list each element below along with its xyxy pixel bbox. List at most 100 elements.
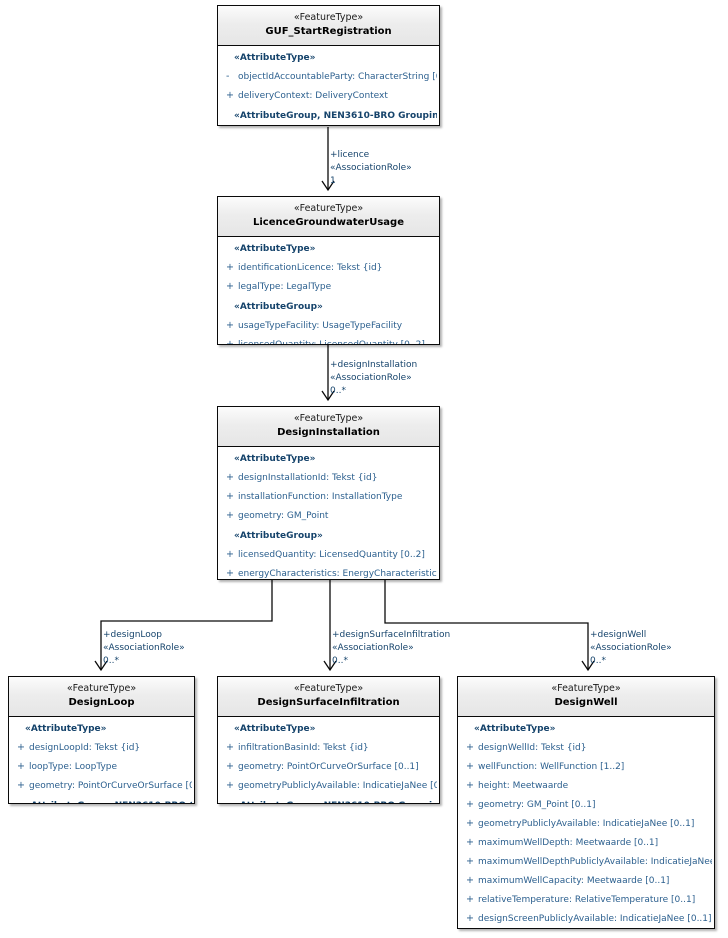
class-box-guf-startregistration[interactable]: «FeatureType» GUF_StartRegistration «Att… [217,5,440,126]
attribute-group-label: «AttributeType» [234,244,316,254]
class-header-designsurfaceinfiltration: «FeatureType» DesignSurfaceInfiltration [218,677,439,717]
attribute-visibility: + [17,780,25,791]
attribute-row[interactable]: +geometry: PointOrCurveOrSurface [0..1] [11,775,192,794]
attribute-row[interactable]: -objectIdAccountableParty: CharacterStri… [220,66,437,85]
attribute-text: identificationLicence: Tekst {id} [238,263,383,273]
attribute-row[interactable]: + relativeTemperature: RelativeTemperatur… [460,889,712,908]
attribute-row[interactable]: +installationFunction: InstallationType [220,486,437,505]
attribute-row[interactable]: +designLoopId: Tekst {id} [11,737,192,756]
attribute-row[interactable]: + usageTypeFacility: UsageTypeFacility [220,315,437,334]
attribute-text: wellFunction: WellFunction [1..2] [478,762,625,772]
class-title: DesignSurfaceInfiltration [257,697,400,708]
class-title: LicenceGroundwaterUsage [253,217,404,228]
attribute-row[interactable]: +licensedQuantity: LicensedQuantity [0..… [220,544,437,563]
assoc-label-designinstallation: +designInstallation «AssociationRole» 0.… [330,359,417,398]
attribute-text: maximumWellDepth: Meetwaarde [0..1] [478,838,659,848]
class-box-designloop[interactable]: «FeatureType» DesignLoop «AttributeType»… [8,676,195,804]
attribute-text: geometryPubliclyAvailable: IndicatieJaNe… [238,781,437,791]
attribute-text: maximumWellDepthPubliclyAvailable: Indic… [478,857,712,867]
attribute-group-label: «AttributeType» [234,724,316,734]
attribute-row[interactable]: +maximumWellCapacity: Meetwaarde [0..1] [460,870,712,889]
class-box-licencegroundwaterusage[interactable]: «FeatureType» LicenceGroundwaterUsage «A… [217,196,440,345]
class-body-guf-startregistration: «AttributeType» -objectIdAccountablePart… [218,46,439,125]
attribute-text: designWellId: Tekst {id} [478,743,587,753]
attribute-visibility: + [466,742,474,753]
assoc-role-designloop: +designLoop [103,630,162,640]
class-title: DesignWell [554,697,618,708]
attribute-visibility: + [466,913,474,924]
class-stereotype: «FeatureType» [66,683,137,694]
assoc-label-designsurfaceinfiltration: +designSurfaceInfiltration «AssociationR… [332,629,450,668]
attribute-row[interactable]: +geometryPubliclyAvailable: IndicatieJaN… [220,775,437,794]
class-box-designwell[interactable]: «FeatureType» DesignWell «AttributeType»… [457,676,715,929]
attribute-visibility: + [226,90,234,101]
attribute-row[interactable]: + loopType: LoopType [11,756,192,775]
attribute-visibility: + [226,281,234,292]
class-stereotype: «FeatureType» [293,12,364,23]
assoc-label-licence: +licence «AssociationRole» 1 [330,149,412,188]
attribute-row[interactable]: +height: Meetwaarde [460,775,712,794]
attribute-row[interactable]: +geometry: GM_Point [220,505,437,524]
attribute-text: relativeTemperature: RelativeTemperature… [478,895,696,905]
assoc-stereotype-designsurfaceinfiltration: «AssociationRole» [332,643,414,653]
attribute-row[interactable]: + deliveryContext: DeliveryContext [220,85,437,104]
attribute-row[interactable]: +maximumWellDepth: Meetwaarde [0..1] [460,832,712,851]
attribute-row[interactable]: + wellFunction: WellFunction [1..2] [460,756,712,775]
attribute-text: deliveryContext: DeliveryContext [238,91,388,101]
attribute-row[interactable]: + designWellId: Tekst {id} [460,737,712,756]
attribute-row[interactable]: +geometryPubliclyAvailable: IndicatieJaN… [460,813,712,832]
assoc-multiplicity-designinstallation: 0..* [330,386,346,396]
assoc-role-licence: +licence [330,150,370,160]
assoc-stereotype-designwell: «AssociationRole» [590,643,672,653]
attribute-row[interactable]: +licensedQuantity: LicensedQuantity [0..… [220,334,437,344]
attribute-text: legalType: LegalType [238,282,332,292]
assoc-role-designinstallation: +designInstallation [330,360,418,370]
attribute-row[interactable]: +infiltrationBasinId: Tekst {id} [220,737,437,756]
attribute-text: geometry: GM_Point [238,511,329,521]
attribute-visibility: + [17,761,25,772]
attribute-visibility: + [466,761,474,772]
attribute-group-label: «AttributeType» [234,454,316,464]
attribute-group-label: «AttributeGroup» [234,531,323,541]
assoc-role-designsurfaceinfiltration: +designSurfaceInfiltration [332,630,451,640]
attribute-visibility: + [226,472,234,483]
attribute-text: infiltrationBasinId: Tekst {id} [238,743,369,753]
assoc-multiplicity-licence: 1 [330,176,336,186]
class-stereotype: «FeatureType» [293,683,364,694]
attribute-text: loopType: LoopType [29,762,118,772]
class-header-licencegroundwaterusage: «FeatureType» LicenceGroundwaterUsage [218,197,439,237]
attribute-visibility: + [466,856,474,867]
attribute-visibility: + [226,761,234,772]
class-stereotype: «FeatureType» [293,413,364,424]
class-header-designwell: «FeatureType» DesignWell [458,677,714,717]
attribute-text: designScreenPubliclyAvailable: Indicatie… [478,914,712,924]
attribute-visibility: + [226,568,234,579]
attribute-row[interactable]: +lifespan: Lifespan [220,124,437,125]
attribute-text: designLoopId: Tekst {id} [29,743,141,753]
attribute-text: geometry: PointOrCurveOrSurface [0..1] [238,762,419,772]
attribute-visibility: + [466,894,474,905]
attribute-row[interactable]: + maximumWellDepthPubliclyAvailable: Indi… [460,851,712,870]
attribute-visibility: + [226,320,234,331]
attribute-row[interactable]: +identificationLicence: Tekst {id} [220,257,437,276]
attribute-text: geometry: GM_Point [0..1] [478,800,596,810]
assoc-role-designwell: +designWell [590,630,647,640]
attribute-row[interactable]: + designScreenPubliclyAvailable: Indicati… [460,908,712,927]
class-title: GUF_StartRegistration [265,26,392,37]
class-body-designloop: «AttributeType» +designLoopId: Tekst {id… [9,717,194,803]
attribute-row[interactable]: + geometry: GM_Point [0..1] [460,794,712,813]
attribute-row[interactable]: +designInstallationId: Tekst {id} [220,467,437,486]
class-body-designwell: «AttributeType» +designWellId: Tekst {id… [458,717,714,928]
attribute-visibility: + [466,799,474,810]
class-box-designsurfaceinfiltration[interactable]: «FeatureType» DesignSurfaceInfiltration … [217,676,440,804]
attribute-row[interactable]: + legalType: LegalType [220,276,437,295]
attribute-row[interactable]: + geometry: PointOrCurveOrSurface [0..1] [220,756,437,775]
attribute-row[interactable]: +energyCharacteristics: EnergyCharacteri… [220,563,437,579]
attribute-group-label: «AttributeType» [234,53,316,63]
class-body-licencegroundwaterusage: «AttributeType» +identificationLicence: … [218,237,439,344]
attribute-text: usageTypeFacility: UsageTypeFacility [238,321,403,331]
assoc-multiplicity-designsurfaceinfiltration: 0..* [332,656,348,666]
attribute-text: height: Meetwaarde [478,781,569,791]
class-box-designinstallation[interactable]: «FeatureType» DesignInstallation «Attrib… [217,406,440,580]
attribute-text: maximumWellCapacity: Meetwaarde [0..1] [478,876,670,886]
